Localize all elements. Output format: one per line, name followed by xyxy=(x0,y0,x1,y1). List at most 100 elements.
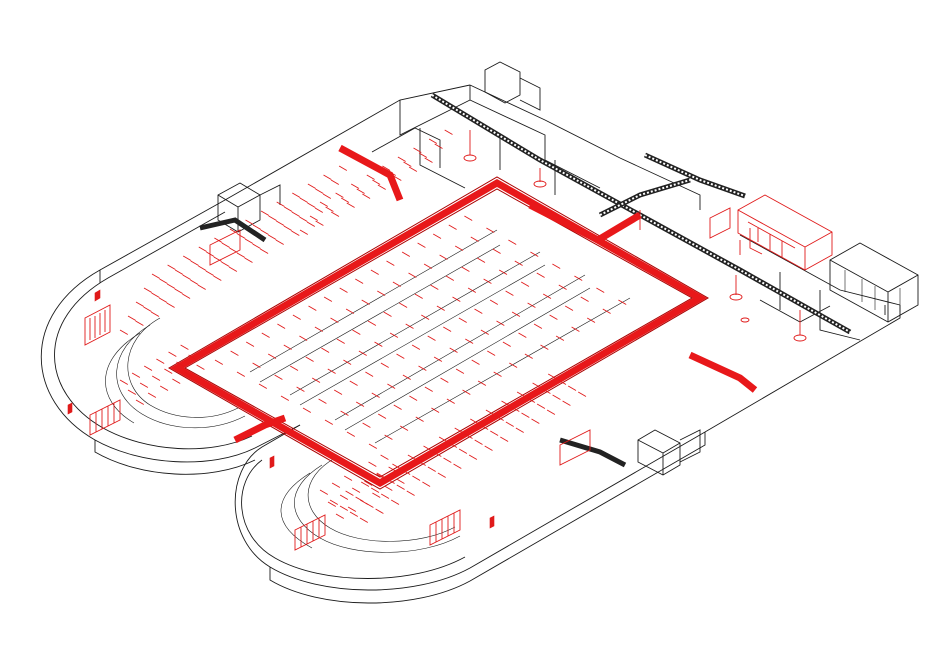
pen-rack-tick xyxy=(343,475,353,481)
pen-rack-tick xyxy=(280,395,290,401)
pen-rack-tick xyxy=(327,368,336,374)
pen-rack-tick xyxy=(340,410,349,416)
pen-rack-tick xyxy=(602,308,611,314)
pen-rack-tick xyxy=(221,261,230,267)
pen-rack-tick xyxy=(495,415,504,421)
pen-rack-tick xyxy=(340,197,350,203)
pen-rack-tick xyxy=(335,192,344,198)
pen-rack-tick xyxy=(343,359,352,365)
pen-rack-tick xyxy=(167,264,176,270)
pen-rack-tick xyxy=(314,207,324,213)
pen-rack-tick xyxy=(323,174,332,180)
pen-rack-tick xyxy=(433,451,442,457)
pen-rack-tick xyxy=(468,454,478,460)
pen-rack-tick xyxy=(349,511,359,517)
pen-rack-tick xyxy=(352,329,361,335)
pen-rack-tick xyxy=(555,335,565,341)
pen-rack-tick xyxy=(147,392,157,398)
pen-rack-tick xyxy=(409,395,418,401)
pen-rack-tick xyxy=(276,220,285,226)
pen-rack-tick xyxy=(376,472,385,478)
pen-rack-tick xyxy=(389,332,399,338)
pen-rack-tick xyxy=(372,179,381,185)
pen-rack-tick xyxy=(388,466,397,472)
pen-rack-tick xyxy=(229,228,238,234)
pen-rack-tick xyxy=(464,215,473,221)
pen-rack-tick xyxy=(372,492,381,498)
pen-rack-tick xyxy=(399,425,409,431)
pen-rack-tick xyxy=(258,383,268,389)
pen-rack-tick xyxy=(349,380,358,386)
pen-rack-tick xyxy=(390,499,400,505)
pen-rack-tick xyxy=(396,484,405,490)
pen-rack-tick xyxy=(236,371,246,377)
pen-rack-tick xyxy=(414,293,423,299)
pen-rack-tick xyxy=(127,315,137,321)
pen-rack-tick xyxy=(536,403,546,409)
pen-rack-tick xyxy=(151,292,160,298)
pen-rack-tick xyxy=(402,469,411,475)
pen-rack-tick xyxy=(283,344,292,350)
pen-rack-tick xyxy=(182,293,191,299)
pen-rack-tick xyxy=(368,461,377,467)
pen-rack-tick xyxy=(336,338,345,344)
pen-rack-tick xyxy=(417,242,426,248)
pen-rack-tick xyxy=(380,454,389,460)
pen-rack-tick xyxy=(396,478,405,484)
pen-rack-tick xyxy=(436,305,445,311)
pen-rack-tick xyxy=(307,202,316,208)
pen-rack-tick xyxy=(493,371,502,377)
pen-rack-tick xyxy=(476,257,486,263)
pen-rack-tick xyxy=(489,299,499,305)
pen-rack-tick xyxy=(532,382,541,388)
pen-rack-tick xyxy=(292,192,301,198)
pen-rack-tick xyxy=(370,269,379,275)
pen-rack-tick xyxy=(176,361,185,367)
pen-rack-tick xyxy=(244,257,253,263)
pen-rack-tick xyxy=(127,389,137,395)
pen-rack-tick xyxy=(448,224,457,230)
pen-rack-tick xyxy=(150,311,160,317)
pen-rack-tick xyxy=(323,296,333,302)
pen-rack-tick xyxy=(498,269,508,275)
pen-rack-tick xyxy=(558,284,567,290)
pen-rack-tick xyxy=(330,211,340,217)
pen-rack-tick xyxy=(434,143,443,149)
pen-rack-tick xyxy=(252,362,261,368)
pen-rack-tick xyxy=(368,443,378,449)
pen-rack-tick xyxy=(236,252,246,258)
pen-rack-tick xyxy=(485,409,494,415)
pen-rack-tick xyxy=(384,485,393,491)
pen-rack-tick xyxy=(454,427,463,433)
pen-rack-tick xyxy=(321,347,330,353)
pen-rack-tick xyxy=(196,364,205,370)
main-walkway xyxy=(168,144,758,490)
pen-rack-tick xyxy=(439,254,448,260)
pen-rack-tick xyxy=(305,356,314,362)
pen-rack-tick xyxy=(135,320,144,326)
pen-rack-tick xyxy=(424,157,433,163)
pen-rack-tick xyxy=(330,179,340,185)
pen-rack-tick xyxy=(370,487,380,493)
pen-rack-tick xyxy=(299,229,309,235)
pen-rack-tick xyxy=(364,480,373,486)
pen-rack-tick xyxy=(418,152,428,158)
pen-rack-tick xyxy=(428,138,438,144)
pen-rack-tick xyxy=(567,385,577,391)
pen-rack-tick xyxy=(260,248,269,254)
pen-rack-tick xyxy=(516,391,526,397)
pen-rack-tick xyxy=(377,290,386,296)
pen-rack-tick xyxy=(302,407,312,413)
pen-rack-tick xyxy=(214,237,223,243)
pen-rack-tick xyxy=(306,221,316,227)
pen-rack-tick xyxy=(406,490,415,496)
pen-rack-tick xyxy=(387,383,396,389)
pen-rack-tick xyxy=(374,341,383,347)
pen-rack-tick xyxy=(252,224,262,230)
pen-rack-tick xyxy=(350,183,360,189)
pen-rack-tick xyxy=(477,380,487,386)
pen-rack-tick xyxy=(375,508,384,514)
pen-rack-tick xyxy=(574,275,583,281)
pen-rack-tick xyxy=(382,165,391,171)
back-rooms xyxy=(217,61,919,476)
